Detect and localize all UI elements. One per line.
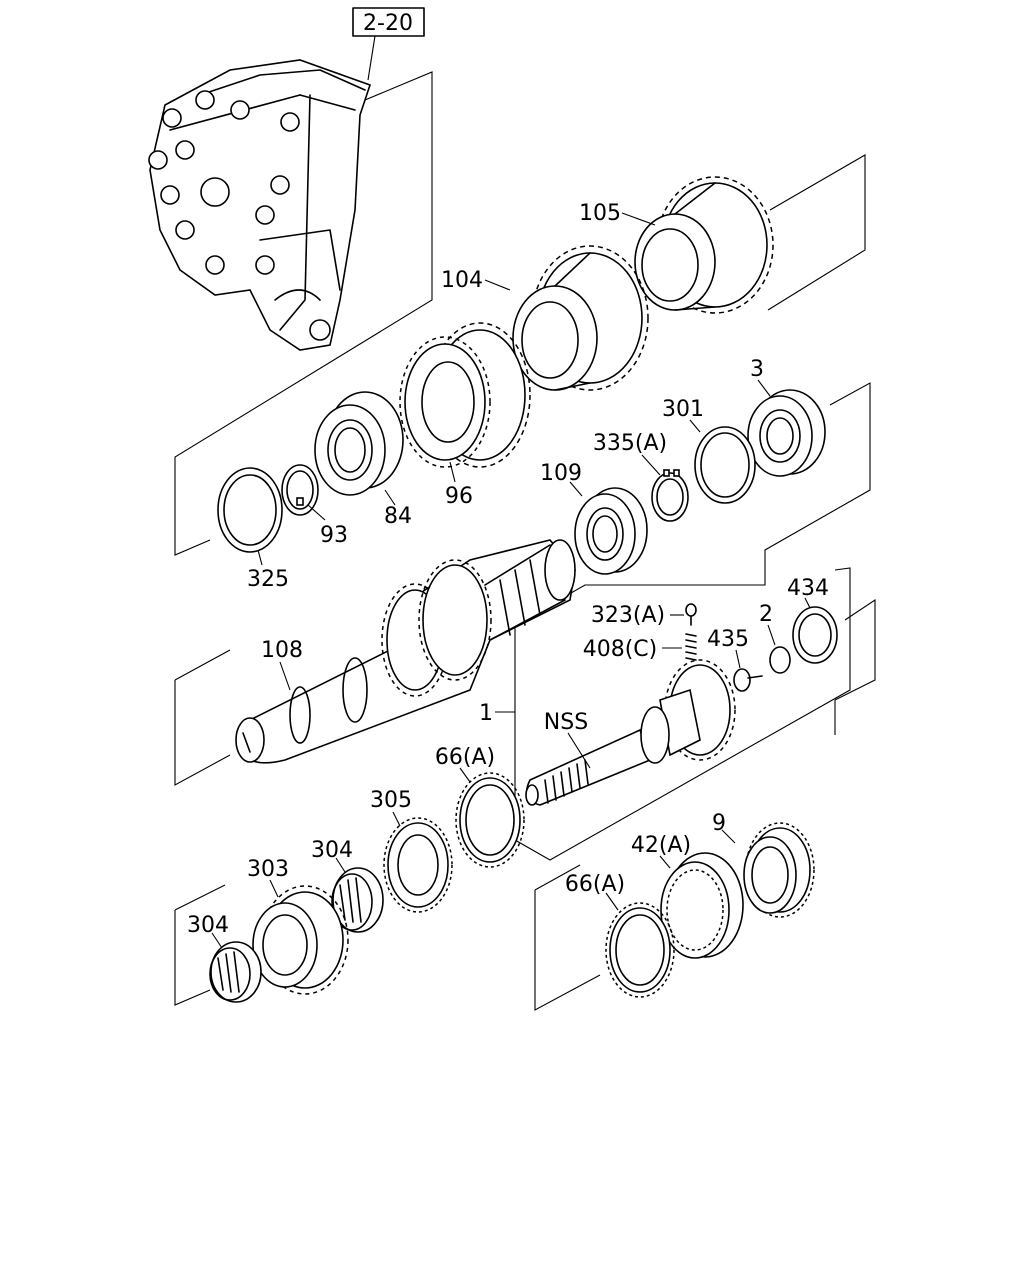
label-1: 1 (479, 701, 493, 726)
label-9: 9 (712, 811, 726, 836)
leader-84 (384, 489, 396, 506)
ring-325[interactable] (217, 467, 283, 553)
ring-301[interactable] (694, 426, 756, 504)
spring-408c[interactable] (685, 633, 697, 661)
mainshaft-assembly-1[interactable] (525, 659, 736, 806)
label-304-left: 304 (187, 913, 229, 938)
gearbox-housing[interactable] (148, 59, 372, 351)
leader-301 (689, 419, 701, 433)
leader-96 (449, 461, 456, 483)
label-2: 2 (759, 602, 773, 627)
label-301: 301 (662, 397, 704, 422)
label-304-right: 304 (311, 838, 353, 863)
synchro-ring-66a-top[interactable] (455, 772, 525, 868)
label-66a-top: 66(A) (435, 745, 495, 770)
label-408c: 408(C) (583, 637, 658, 662)
label-108: 108 (261, 638, 303, 663)
leader-108 (279, 661, 291, 691)
assembly-bracket-bottom-right (534, 864, 601, 1011)
leader-105 (621, 212, 656, 226)
label-305: 305 (370, 788, 412, 813)
gear-96[interactable] (399, 322, 531, 468)
assembly-bracket-right (834, 598, 876, 701)
snap-ring-335a[interactable] (651, 469, 689, 522)
reference-box-label: 2-20 (363, 11, 413, 36)
leader-42a (659, 855, 671, 869)
label-93: 93 (320, 523, 348, 548)
bearing-3[interactable] (747, 389, 826, 477)
label-434: 434 (787, 576, 829, 601)
leader-104 (484, 279, 511, 291)
needle-bearing-304-left[interactable] (209, 941, 262, 1003)
assembly-bracket-shaft (174, 649, 231, 786)
label-66a-bottom: 66(A) (565, 872, 625, 897)
reference-leader (367, 35, 376, 81)
label-435: 435 (707, 627, 749, 652)
snap-ring-2[interactable] (769, 646, 791, 674)
label-96: 96 (445, 484, 473, 509)
needle-bearing-304-right[interactable] (331, 867, 384, 933)
washer-435[interactable] (733, 668, 763, 692)
leader-66a-top (459, 767, 471, 783)
label-3: 3 (750, 357, 764, 382)
leader-304-left (211, 932, 223, 949)
leader-3 (757, 379, 771, 397)
leader-nss (567, 732, 591, 769)
bearing-84[interactable] (314, 391, 404, 496)
leader-435 (735, 649, 741, 669)
leader-303 (269, 879, 279, 898)
leader-325 (257, 549, 263, 566)
gear-105[interactable] (634, 176, 774, 314)
gear-303[interactable] (252, 885, 349, 995)
leader-304-right (335, 857, 346, 873)
gear-104[interactable] (512, 245, 649, 391)
assembly-bracket-upper (174, 71, 433, 556)
sleeve-42a[interactable] (660, 852, 744, 959)
leader-305 (392, 811, 401, 827)
ring-434[interactable] (792, 606, 838, 664)
label-109: 109 (540, 461, 582, 486)
leader-93 (307, 504, 326, 521)
reference-box[interactable]: 2-20 (352, 7, 425, 37)
label-325: 325 (247, 567, 289, 592)
leader-335a (641, 454, 661, 476)
leader-9 (721, 829, 736, 844)
label-104: 104 (441, 268, 483, 293)
leader-109 (569, 481, 583, 497)
synchro-hub-305[interactable] (383, 817, 453, 913)
synchro-cone-9[interactable] (743, 822, 815, 918)
label-84: 84 (384, 504, 412, 529)
snap-ring-93[interactable] (281, 464, 319, 516)
leader-2 (767, 624, 776, 646)
label-303: 303 (247, 857, 289, 882)
bearing-109[interactable] (574, 487, 648, 575)
label-323a: 323(A) (591, 603, 665, 628)
assembly-bracket-bottom-left (174, 884, 226, 1006)
label-335a: 335(A) (593, 431, 667, 456)
leader-434 (804, 597, 811, 609)
assembly-bracket-gears (767, 154, 866, 311)
countershaft-108[interactable] (235, 539, 576, 764)
synchro-ring-66a-bottom[interactable] (605, 902, 675, 998)
label-105: 105 (579, 201, 621, 226)
label-42a: 42(A) (631, 833, 691, 858)
shaft-splines (544, 759, 589, 804)
leader-66a-bottom (605, 892, 619, 911)
pin-323a[interactable] (685, 603, 697, 626)
housing-bolts (148, 90, 331, 341)
label-nss: NSS (544, 710, 588, 735)
